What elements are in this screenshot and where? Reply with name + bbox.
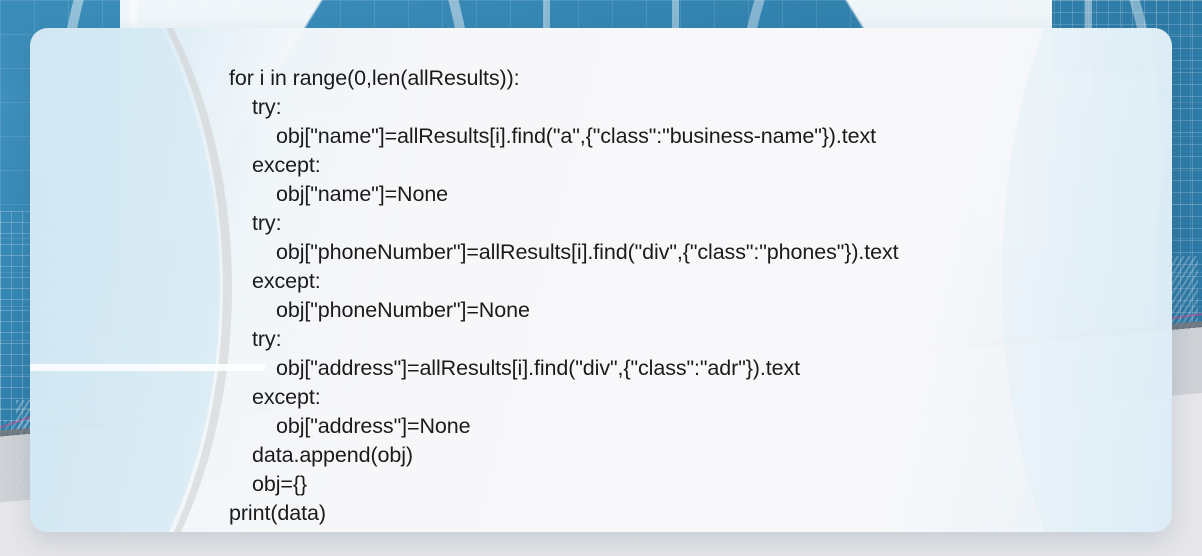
code-line: try: — [252, 211, 282, 235]
code-line: obj["address"]=None — [276, 414, 471, 438]
code-line: obj={} — [252, 472, 308, 496]
code-line: obj["name"]=allResults[i].find("a",{"cla… — [276, 124, 876, 148]
code-line: obj["phoneNumber"]=allResults[i].find("d… — [276, 240, 899, 264]
code-line: try: — [252, 95, 282, 119]
code-card: for i in range(0,len(allResults)): try: ob… — [30, 28, 1172, 532]
code-line: obj["name"]=None — [276, 182, 449, 206]
code-line: except: — [252, 385, 321, 409]
code-line: obj["address"]=allResults[i].find("div",… — [276, 356, 800, 380]
code-line: try: — [252, 327, 282, 351]
code-line: obj["phoneNumber"]=None — [276, 298, 530, 322]
code-line: print(data) — [229, 501, 326, 525]
card-lobe-left-edge — [30, 28, 232, 532]
code-line: data.append(obj) — [252, 443, 413, 467]
card-highlight-line — [30, 364, 265, 371]
code-line: for i in range(0,len(allResults)): — [229, 66, 520, 90]
code-line: except: — [252, 153, 321, 177]
python-code-block: for i in range(0,len(allResults)): try: ob… — [30, 28, 1172, 528]
code-line: except: — [252, 269, 321, 293]
card-lobe-right — [1002, 28, 1172, 532]
